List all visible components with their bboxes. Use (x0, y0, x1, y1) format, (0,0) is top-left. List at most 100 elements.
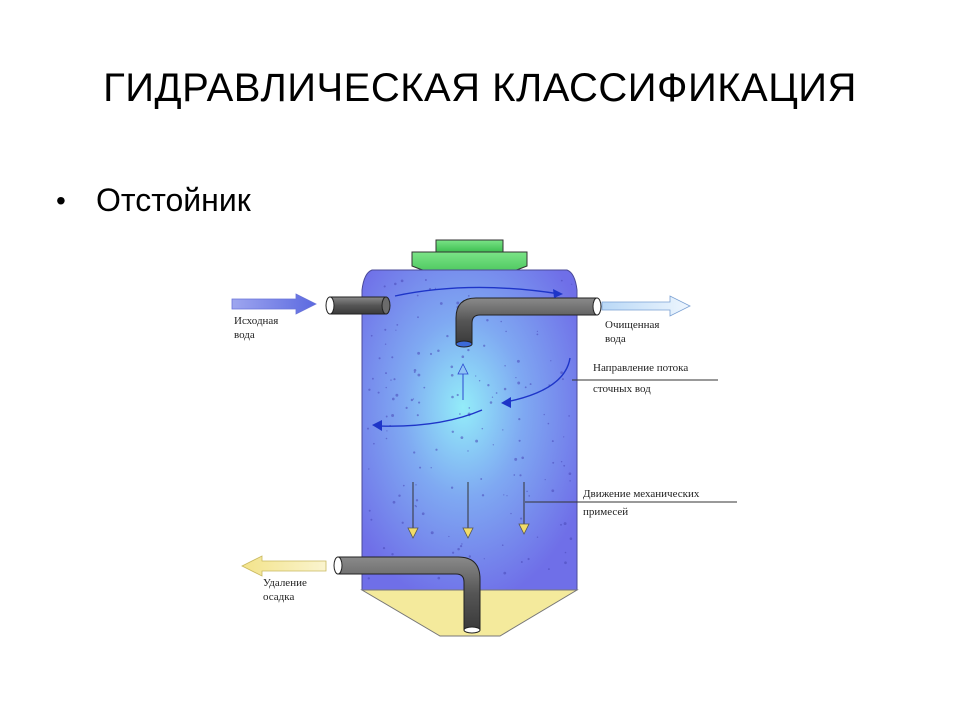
particle-dot (400, 279, 404, 283)
particle-dot (383, 285, 386, 288)
particle-dot (491, 396, 494, 398)
particle-dot (478, 380, 481, 382)
particle-dot (521, 456, 524, 460)
particle-dot (560, 371, 563, 374)
particle-dot (377, 391, 380, 394)
particle-dot (526, 490, 528, 493)
particle-dot (423, 386, 426, 389)
particle-dot (571, 283, 573, 285)
particle-dot (450, 486, 454, 489)
particle-dot (413, 451, 416, 454)
particle-dot (500, 320, 503, 323)
label-outlet-1: Очищенная (605, 319, 659, 331)
particle-dot (430, 467, 432, 469)
upward-flow-arrow-icon (457, 363, 469, 400)
label-particles-1: Движение механических (583, 488, 700, 500)
particle-dot (560, 523, 562, 526)
particle-dot (568, 472, 572, 476)
particle-dot (368, 509, 371, 512)
particle-dot (417, 373, 421, 377)
particle-dot (551, 489, 555, 493)
particle-dot (391, 553, 394, 556)
particle-dot (547, 568, 550, 571)
particle-dot (504, 364, 506, 367)
particle-dot (550, 360, 552, 362)
particle-dot (547, 422, 550, 425)
label-inlet-1: Исходная (234, 315, 278, 327)
flow-arrow-mid-icon (505, 357, 571, 403)
particle-dot (536, 330, 539, 333)
particle-dot (529, 383, 532, 386)
particle-dot (391, 397, 395, 401)
particle-dot (412, 398, 415, 400)
inlet-arrow-icon (231, 293, 317, 315)
particle-dot (396, 324, 399, 326)
particle-dot (503, 494, 505, 496)
particle-dot (459, 413, 461, 415)
particle-dot (467, 348, 470, 352)
particle-dot (461, 543, 463, 545)
particle-dot (506, 495, 508, 497)
particle-dot (563, 464, 566, 467)
particle-dot (439, 302, 443, 305)
particle-dot (398, 494, 401, 497)
particle-dot (569, 537, 573, 540)
particle-dot (518, 439, 521, 442)
particle-dot (483, 558, 485, 560)
particle-dot (393, 378, 396, 381)
particle-dot (402, 484, 405, 487)
particle-dot (448, 535, 450, 538)
particle-dot (560, 279, 563, 282)
particle-dot (401, 521, 404, 524)
particle-dot (390, 379, 392, 381)
particle-dot (415, 499, 419, 502)
label-inlet-2: вода (234, 329, 255, 341)
settling-arrow-icon (462, 482, 474, 539)
particle-dot (475, 375, 477, 377)
particle-dot (468, 407, 471, 409)
particle-dot (437, 349, 440, 352)
particle-dot (561, 378, 564, 381)
particle-dot (368, 468, 370, 470)
label-flow-2: сточных вод (593, 383, 651, 395)
settling-arrows (407, 482, 530, 539)
particle-dot (456, 301, 460, 305)
particle-dot (520, 517, 523, 520)
particle-dot (516, 359, 520, 363)
particle-dot (370, 518, 373, 521)
particle-dot (367, 577, 370, 580)
particle-dot (382, 546, 386, 550)
particle-dot (405, 406, 408, 409)
particle-dot (481, 494, 485, 497)
particle-dot (395, 393, 399, 397)
flow-arrow-left-icon (377, 409, 483, 427)
particle-dot (451, 430, 455, 434)
particle-dot (385, 372, 387, 375)
particle-dot (505, 330, 507, 333)
particle-dot (551, 440, 554, 443)
bullet-text: Отстойник (96, 182, 251, 218)
particle-dot (415, 484, 417, 486)
leader-lines (525, 379, 737, 503)
particle-dot (424, 278, 427, 282)
particle-dot (378, 357, 381, 360)
particle-dot (386, 430, 388, 432)
particle-dot (475, 439, 479, 443)
particle-dot (467, 450, 469, 452)
flow-arrow-mid-head-icon (501, 397, 511, 408)
particle-dot (503, 387, 507, 391)
particle-dot (492, 444, 494, 446)
particle-dot (502, 429, 504, 431)
particle-dot (371, 377, 374, 380)
outlet-pipe (455, 297, 602, 348)
particle-dot (514, 457, 518, 461)
particle-dot (563, 436, 565, 438)
flow-arrows (372, 286, 571, 431)
particle-dot (450, 373, 454, 377)
particle-dot (437, 576, 441, 580)
particle-dot (518, 418, 521, 421)
particle-dot (481, 427, 484, 430)
particle-dot (413, 371, 416, 373)
settling-arrow-icon (407, 482, 419, 539)
